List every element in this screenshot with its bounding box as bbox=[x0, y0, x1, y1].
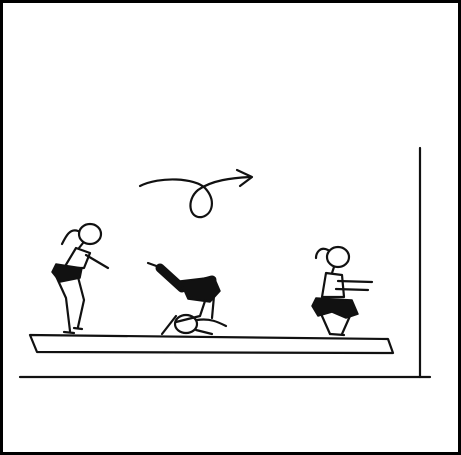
rolling-gymnast bbox=[148, 263, 226, 334]
rotation-arrow-icon bbox=[140, 170, 252, 217]
standing-gymnast bbox=[52, 224, 108, 333]
squatting-gymnast bbox=[312, 247, 372, 335]
balance-mat bbox=[30, 335, 393, 353]
